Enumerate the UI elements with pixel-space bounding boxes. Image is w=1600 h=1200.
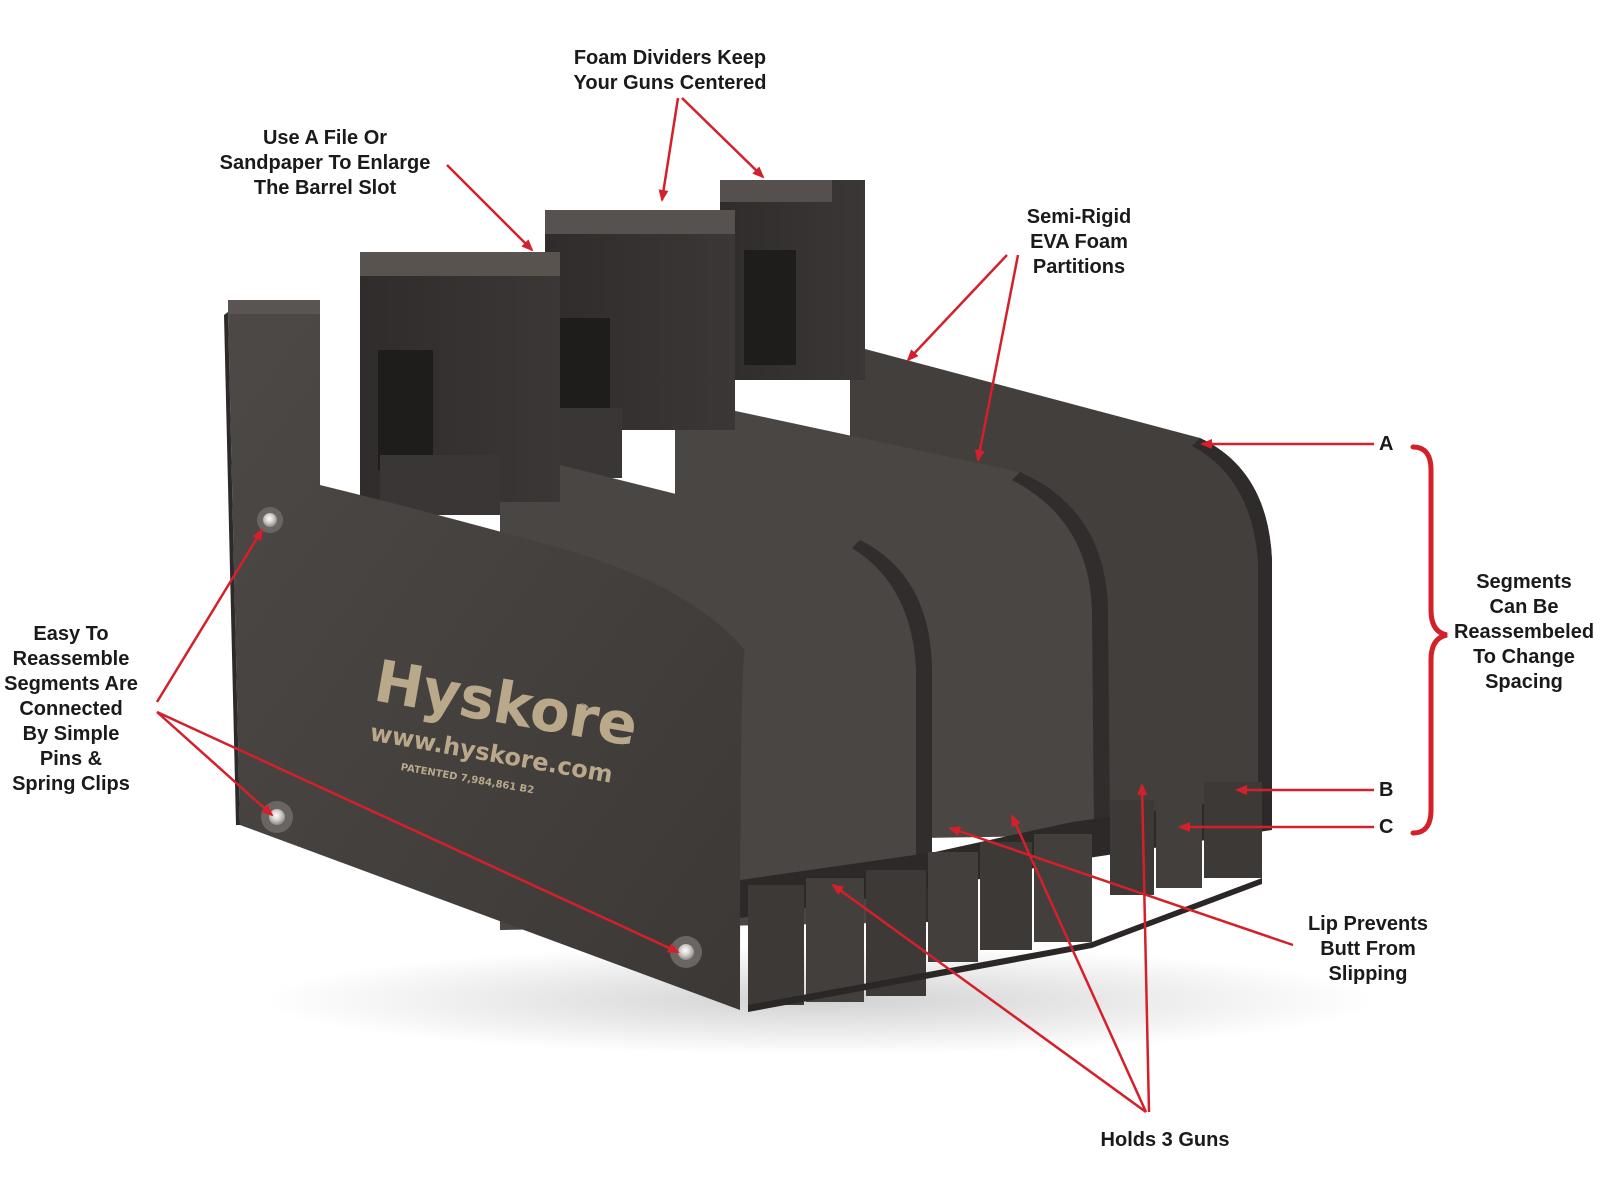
base-segments [740,782,1272,1012]
arrow-partitions-2 [975,254,1020,462]
callout-line: Connected [19,698,123,720]
arrow-holds-3 [1137,783,1151,1113]
callout-reassemble: Easy To Reassemble Segments Are Connecte… [0,622,142,797]
callout-lip: Lip Prevents Butt From Slipping [1296,912,1440,987]
callout-line: Reassembeled [1453,621,1595,643]
segments-brace [1410,444,1448,836]
arrow-foam-dividers-1 [658,97,680,202]
callout-line: Slipping [1328,963,1408,985]
callout-line: Your Guns Centered [573,72,767,94]
label-c: C [1379,816,1394,838]
callout-segments-spacing: Segments Can Be Reassembeled To Change S… [1448,570,1600,695]
callout-line: Reassemble [12,648,130,670]
callout-partitions: Semi-Rigid EVA Foam Partitions [1014,205,1144,280]
callout-line: Lip Prevents [1307,913,1429,935]
registered-mark: ® [572,699,593,723]
callout-line: Segments [1476,571,1572,593]
arrow-foam-dividers-2 [681,97,765,179]
arrow-partitions-1 [906,254,1008,362]
pin-top [257,507,283,533]
arrow-pins-1 [155,528,264,703]
callout-line: Semi-Rigid [1026,206,1132,228]
callout-line: Partitions [1032,256,1126,278]
callout-line: To Change [1473,646,1575,668]
callout-line: Spacing [1485,671,1563,693]
arrow-barrel-slot [446,164,534,252]
arrow-pins-2 [156,711,274,817]
callout-foam-dividers: Foam Dividers Keep Your Guns Centered [563,46,777,96]
arrow-pins-3 [156,710,680,954]
label-a: A [1379,433,1394,455]
callout-line: Segments Are [4,673,138,695]
arrow-lip [948,826,1294,947]
callout-line: Use A File Or [262,127,388,149]
arrow-holds-1 [831,883,1147,1114]
callout-line: By Simple [22,723,120,745]
callout-line: Holds 3 Guns [1100,1129,1230,1151]
callout-line: Pins & [39,748,103,770]
callout-holds: Holds 3 Guns [1085,1128,1245,1153]
callout-line: Spring Clips [12,773,130,795]
front-end-panel [228,300,745,1010]
callout-line: Can Be [1489,596,1559,618]
callout-line: Foam Dividers Keep [573,47,767,69]
arrow-holds-2 [1010,814,1148,1113]
callout-line: Butt From [1320,938,1416,960]
callout-line: EVA Foam [1030,231,1128,253]
callout-line: The Barrel Slot [253,177,397,199]
rear-post-slot [744,250,796,365]
label-b: B [1379,779,1394,801]
callout-barrel-slot: Use A File Or Sandpaper To Enlarge The B… [210,126,440,201]
callout-line: Sandpaper To Enlarge [219,152,431,174]
callout-line: Easy To [33,623,109,645]
